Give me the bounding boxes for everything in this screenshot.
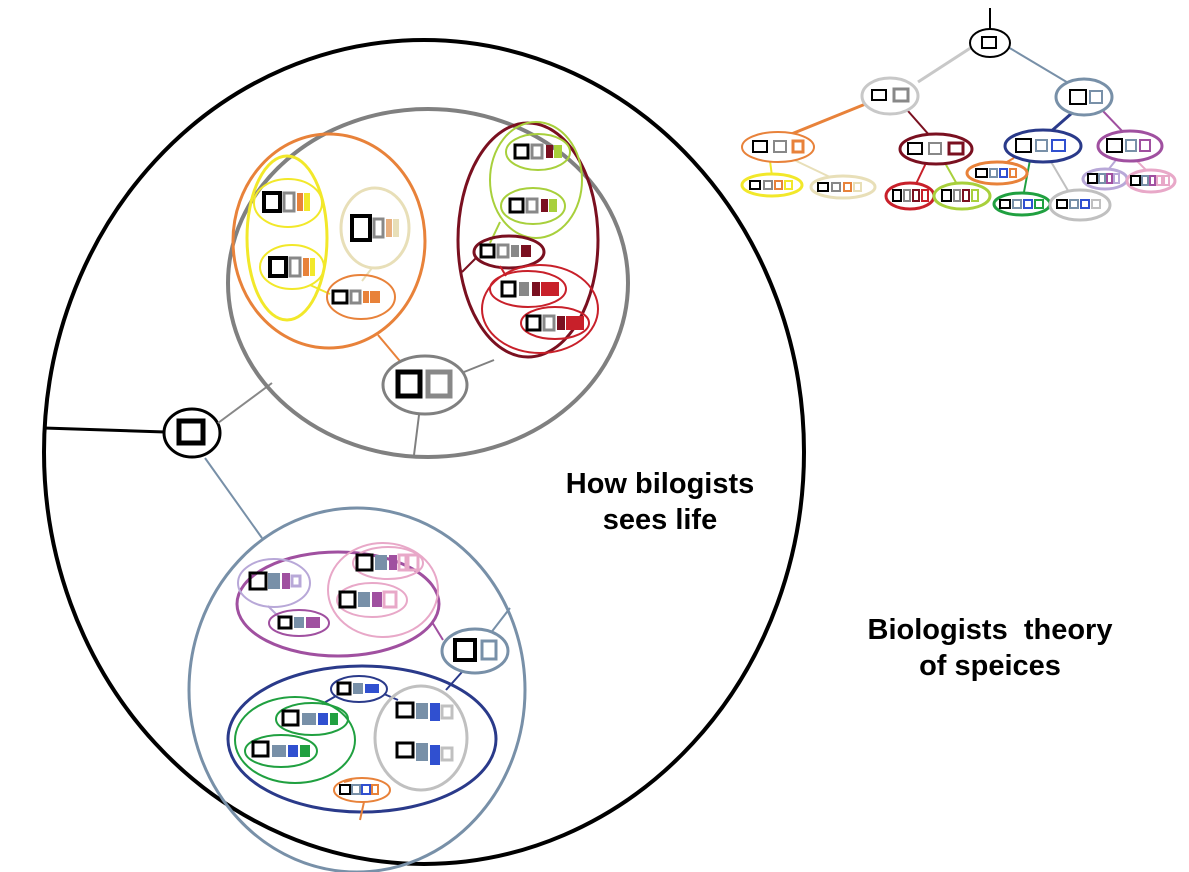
yellow-node-2 xyxy=(259,244,325,290)
lime-node-2 xyxy=(500,187,566,225)
green-cluster xyxy=(234,696,356,784)
caption-life-line-2: sees life xyxy=(602,504,718,536)
silver-node-2 xyxy=(395,741,454,765)
red-cluster xyxy=(481,264,599,354)
life-outer-circle xyxy=(42,38,806,866)
upper-gray-cluster xyxy=(226,107,630,459)
pink-node-2 xyxy=(336,582,408,618)
hub-to-darkred-link xyxy=(463,359,495,373)
edge-left-orange xyxy=(783,101,869,139)
hub-to-purple-link xyxy=(431,621,444,641)
tree-leaf-red xyxy=(884,181,936,211)
tree-leaf-lavender xyxy=(1081,167,1129,191)
tree-leaf-beige xyxy=(809,174,877,200)
darkred-to-root-link xyxy=(461,257,477,273)
lavender-node xyxy=(237,558,311,608)
edge-left-darkred xyxy=(907,110,931,137)
pink-node-1 xyxy=(352,546,424,580)
edge-darkred-red xyxy=(915,162,927,185)
pink-cluster xyxy=(327,542,439,638)
tree-node-navy xyxy=(1003,128,1083,164)
orange-down-link xyxy=(359,801,365,821)
root-to-lower-link xyxy=(204,457,263,539)
tree-node-orange xyxy=(741,131,815,163)
tree-leaf-green xyxy=(992,191,1052,217)
tree-node-gray xyxy=(860,76,920,116)
tree-leaf-lime xyxy=(932,181,992,211)
caption-theory-line-2: of speices xyxy=(919,650,1061,682)
root-link xyxy=(43,426,166,434)
tree-leaf-silver xyxy=(1048,188,1112,222)
edge-root-right xyxy=(1007,46,1071,85)
green-node-2 xyxy=(244,734,318,768)
upper-hub-node xyxy=(381,354,469,416)
tree-leaf-yellow xyxy=(740,172,804,198)
lower-blue-cluster xyxy=(187,506,527,872)
root-to-upper-link xyxy=(217,382,273,424)
tree-node-purple xyxy=(1096,129,1164,163)
edge-root-left xyxy=(917,45,973,84)
species-tree xyxy=(740,8,1177,222)
caption-biologists-theory: Biologists theory of speices xyxy=(840,612,1140,684)
tree-leaf-pink xyxy=(1125,168,1177,194)
orange-cluster xyxy=(231,132,427,350)
blue-orange-node xyxy=(333,777,391,803)
edge-navy-silver xyxy=(1049,159,1071,195)
purple-cluster xyxy=(235,550,441,658)
red-node-1 xyxy=(489,270,567,308)
edge-right-purple xyxy=(1101,109,1125,134)
lime-to-darkred-link xyxy=(489,221,501,244)
silver-node-1 xyxy=(395,701,454,721)
lime-node-1 xyxy=(505,133,571,171)
caption-how-biologists-see-life: How bilogists sees life xyxy=(540,466,780,538)
tree-node-darkred xyxy=(898,132,974,166)
yellow-node-1 xyxy=(253,178,323,228)
orange-node xyxy=(326,274,396,320)
edge-orange-beige xyxy=(789,157,833,179)
tree-leaf-orange2 xyxy=(965,160,1029,186)
hub-to-navy-link xyxy=(445,671,463,691)
green-to-orange-link xyxy=(343,779,353,783)
silver-cluster xyxy=(373,684,469,792)
root-node xyxy=(162,407,222,459)
darkred-node xyxy=(472,234,546,270)
lower-hub-stem xyxy=(489,607,511,635)
caption-theory-line-1: Biologists theory xyxy=(867,614,1113,646)
purple-node xyxy=(268,609,330,637)
green-node-1 xyxy=(275,702,349,736)
tree-node-blue xyxy=(1054,77,1114,117)
lime-cluster xyxy=(489,121,583,239)
beige-node xyxy=(339,186,411,270)
lower-hub-node xyxy=(440,627,510,675)
nested-clusters xyxy=(42,38,806,872)
red-node-2 xyxy=(520,306,590,340)
navy-node xyxy=(330,675,388,703)
tree-root-node xyxy=(969,28,1011,58)
yellow-cluster xyxy=(245,154,329,322)
caption-life-line-1: How bilogists xyxy=(565,468,755,500)
